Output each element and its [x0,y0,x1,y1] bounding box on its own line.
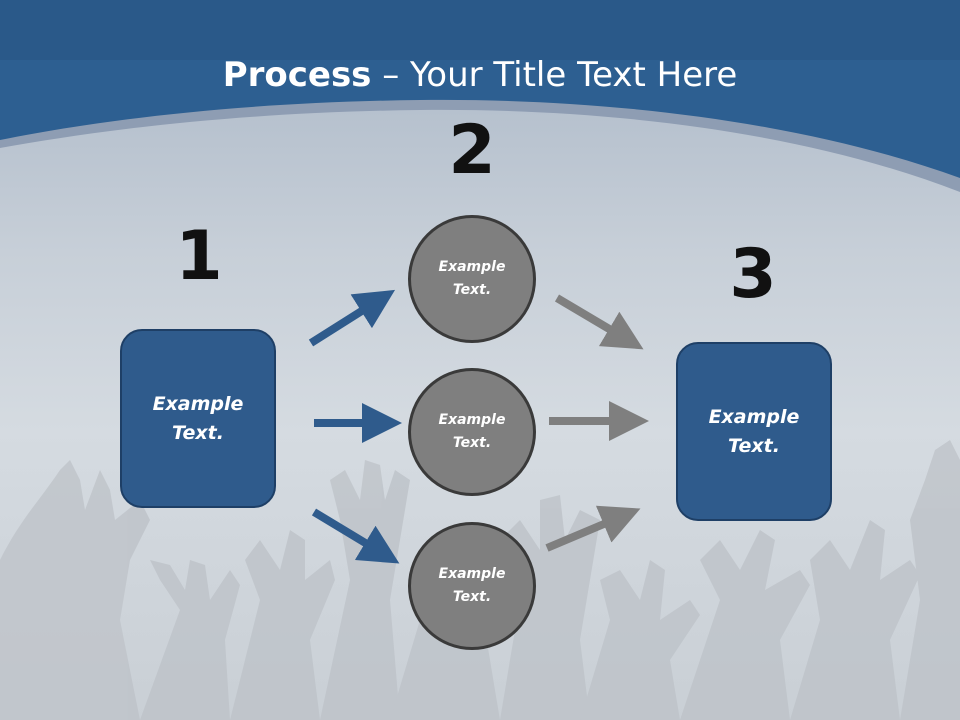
circle-node-top-text: Example Text. [438,259,506,298]
slide-title: Process – Your Title Text Here [0,52,960,98]
arrow-from-circle-bottom [545,505,641,552]
arrow-to-circle-bottom [311,508,400,564]
circle-node-bottom: Example Text. [408,522,536,650]
circle-node-bottom-text: Example Text. [438,566,506,605]
step-number-1: 1 [175,217,223,296]
left-step-box: Example Text. [120,329,276,508]
circle-node-middle-text: Example Text. [438,412,506,451]
step-number-3: 3 [729,235,777,314]
right-step-box-text: Example Text. [708,405,800,457]
step-number-2: 2 [448,111,496,190]
arrow-from-circle-top [554,294,644,350]
right-step-box: Example Text. [676,342,832,521]
left-step-box-text: Example Text. [152,392,244,444]
title-rest: – Your Title Text Here [371,55,738,95]
circle-node-top: Example Text. [408,215,536,343]
circle-node-middle: Example Text. [408,368,536,496]
arrow-to-circle-top [308,289,396,347]
title-bold: Process [222,55,372,95]
